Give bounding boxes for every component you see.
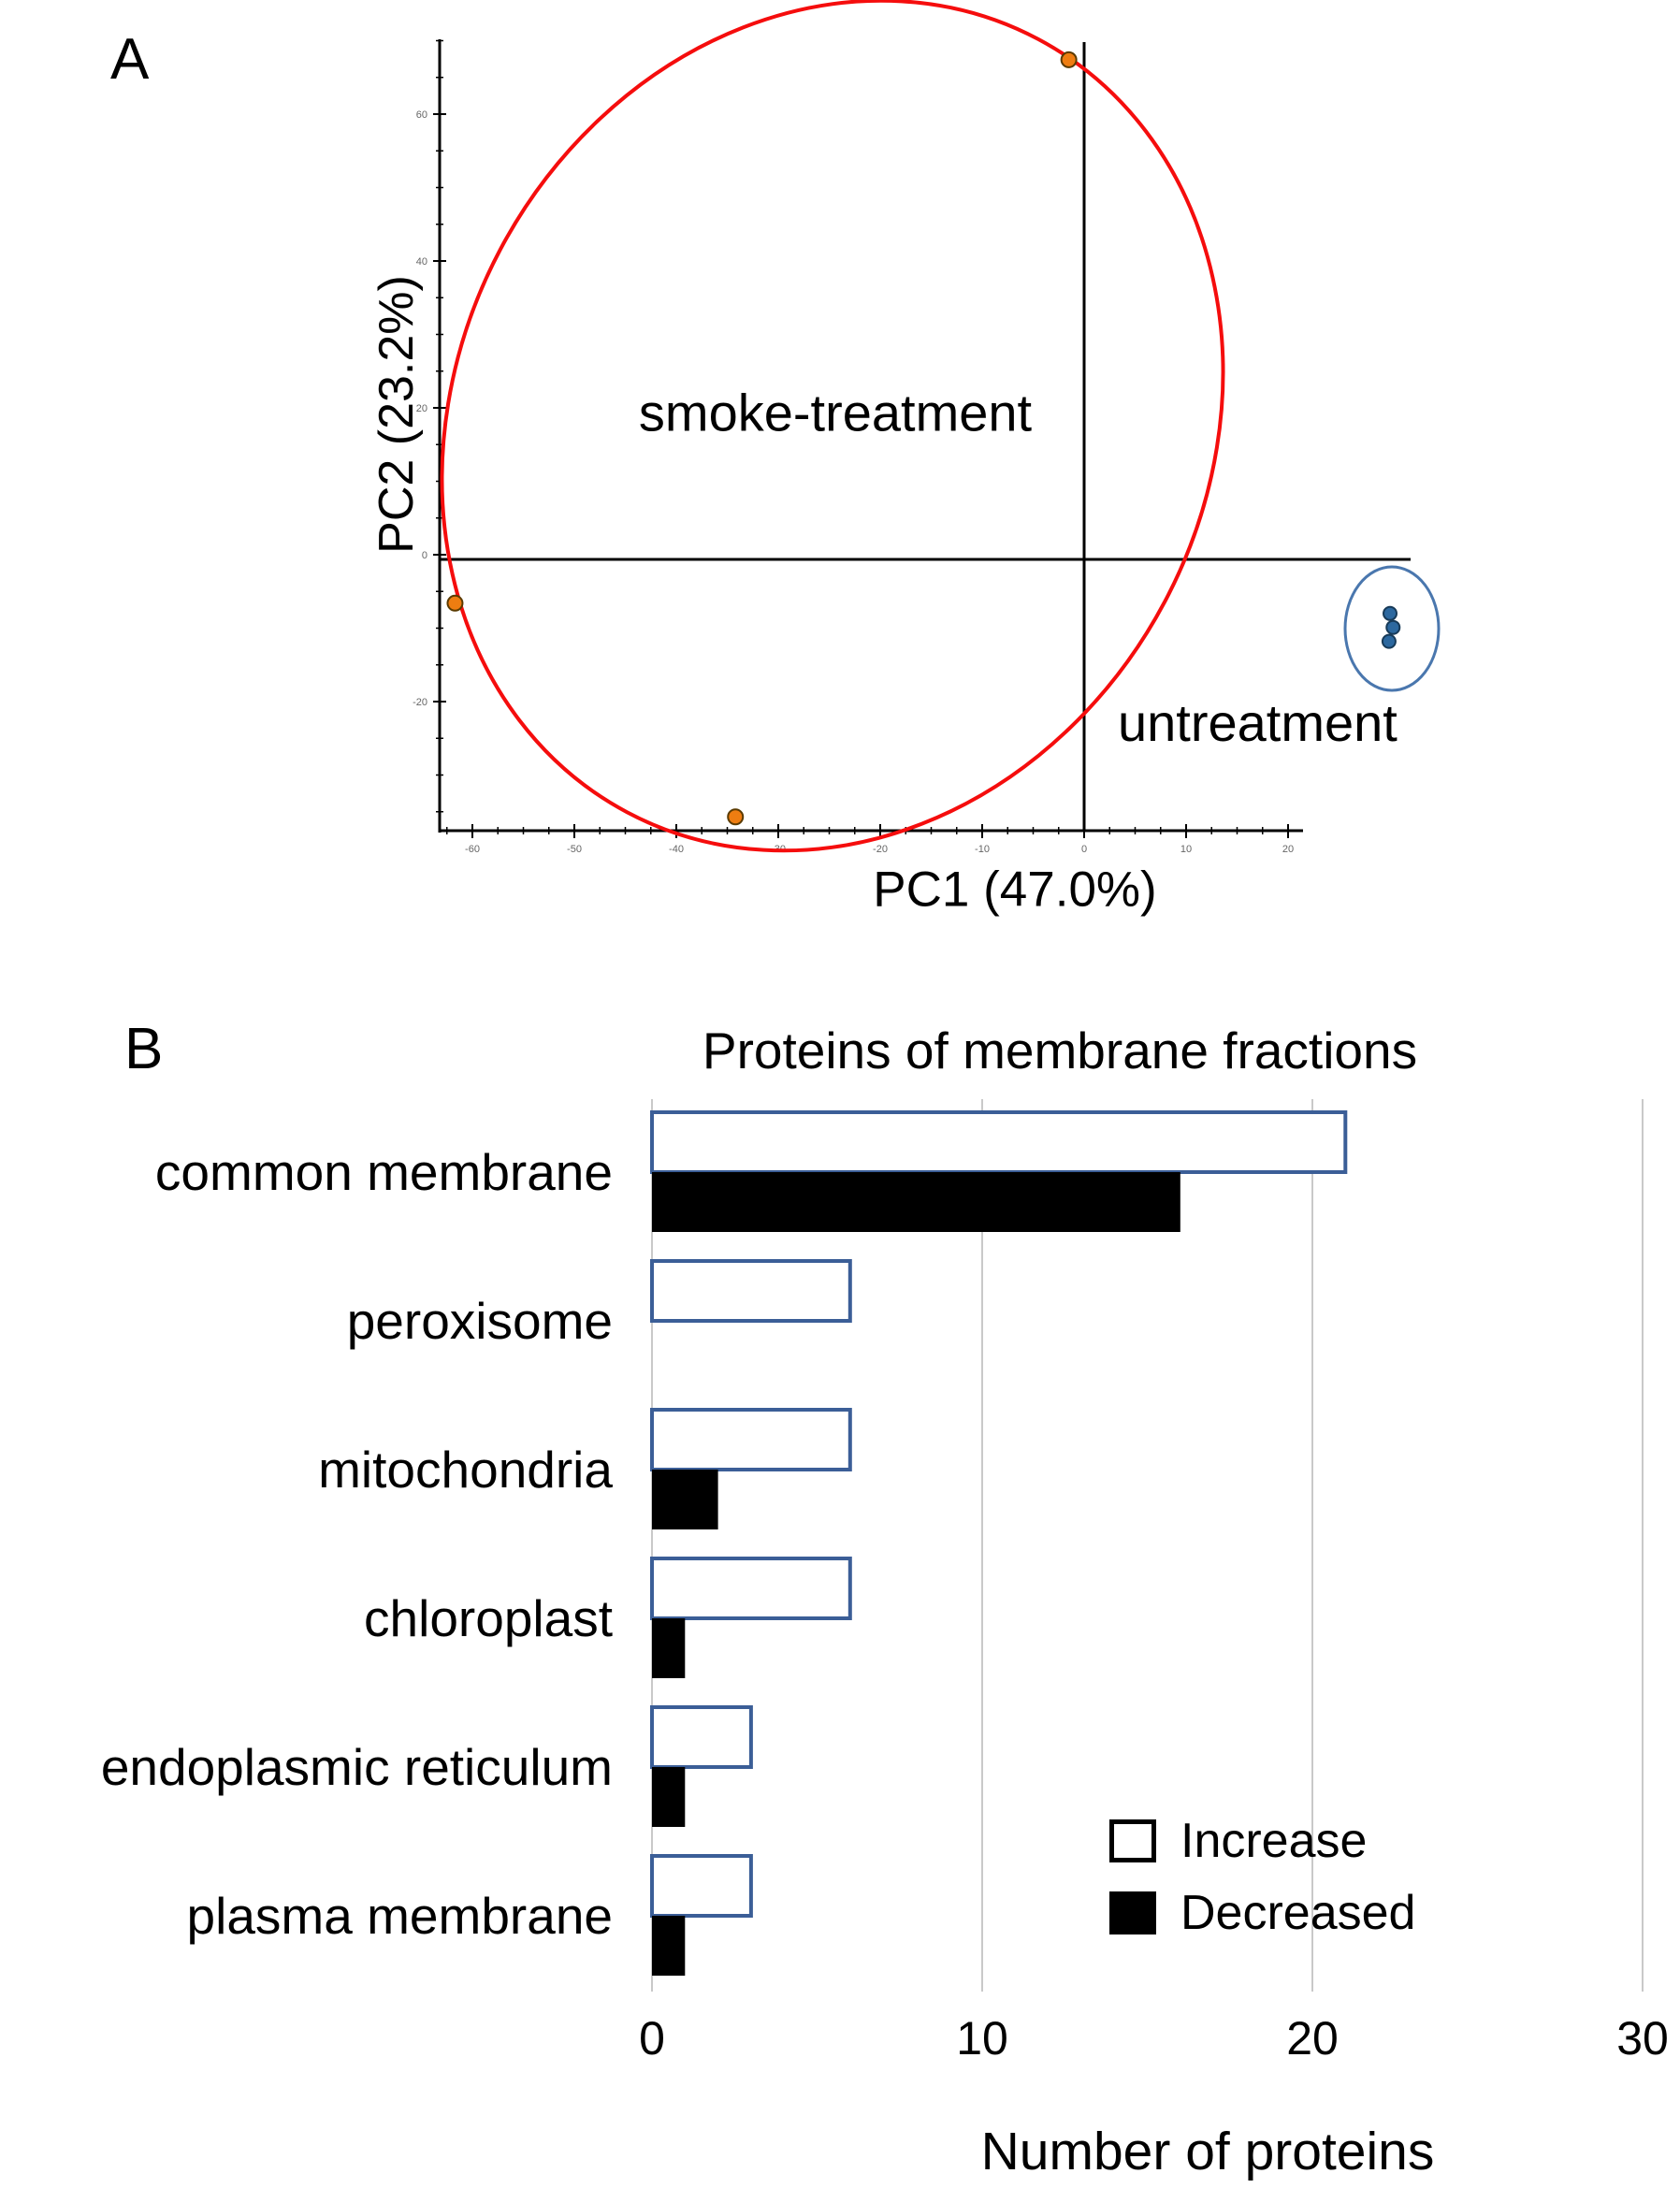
bar-decreased xyxy=(652,1916,686,1976)
bar-increase xyxy=(650,1705,753,1769)
a-y-tick-label: 40 xyxy=(416,256,427,268)
a-x-tick-label: -10 xyxy=(975,844,990,855)
scatter-point-smoke xyxy=(1060,51,1078,68)
bar-decreased xyxy=(652,1618,686,1678)
category-label: mitochondria xyxy=(318,1441,613,1499)
category-label: chloroplast xyxy=(364,1589,613,1647)
bar-decreased xyxy=(652,1172,1180,1232)
b-x-tick-label: 30 xyxy=(1616,2012,1669,2065)
a-x-tick-label: -50 xyxy=(567,844,582,855)
a-y-tick-label: 0 xyxy=(422,550,427,561)
panel-a-letter: A xyxy=(110,27,150,92)
smoke-treatment-annotation: smoke-treatment xyxy=(638,383,1033,442)
smoke-cluster-ellipse xyxy=(440,0,1225,853)
b-x-tick-label: 0 xyxy=(639,2012,665,2065)
a-x-tick-label: 0 xyxy=(1081,844,1087,855)
b-x-tick-label: 10 xyxy=(956,2012,1008,2065)
bar-increase xyxy=(650,1408,852,1471)
scatter-point-untreatment xyxy=(1381,633,1397,649)
category-label: endoplasmic reticulum xyxy=(100,1738,613,1796)
legend-swatch-increase xyxy=(1109,1819,1156,1862)
bar-decreased xyxy=(652,1470,718,1529)
x-axis-title: PC1 (47.0%) xyxy=(873,862,1157,918)
bar-increase xyxy=(650,1110,1348,1174)
a-x-tick-label: -60 xyxy=(465,844,480,855)
a-x-tick-label: 20 xyxy=(1282,844,1294,855)
panel-b-letter: B xyxy=(124,1017,164,1081)
y-axis-title: PC2 (23.2%) xyxy=(369,275,424,554)
bar-increase xyxy=(650,1259,852,1323)
scatter-point-smoke xyxy=(727,808,745,826)
category-label: plasma membrane xyxy=(186,1887,613,1945)
bar-chart-x-axis-title: Number of proteins xyxy=(980,2122,1435,2181)
legend-label-increase: Increase xyxy=(1180,1814,1368,1868)
a-x-tick-label: -20 xyxy=(873,844,888,855)
a-y-tick-label: -20 xyxy=(413,697,427,708)
legend-label-decreased: Decreased xyxy=(1180,1886,1416,1940)
scatter-point-smoke xyxy=(446,594,464,612)
a-y-tick-label: 20 xyxy=(416,403,427,414)
scatter-point-untreatment xyxy=(1385,619,1401,635)
a-x-tick-label: -40 xyxy=(669,844,684,855)
a-y-tick-label: 60 xyxy=(416,109,427,121)
legend-swatch-decreased xyxy=(1109,1891,1156,1934)
a-x-tick-label: 10 xyxy=(1180,844,1192,855)
scatter-point-untreatment xyxy=(1383,605,1398,621)
category-label: common membrane xyxy=(154,1143,613,1201)
category-label: peroxisome xyxy=(346,1292,613,1350)
untreatment-cluster-ellipse xyxy=(1343,565,1441,692)
untreatment-annotation: untreatment xyxy=(1118,693,1398,752)
bar-increase xyxy=(650,1557,852,1620)
bar-increase xyxy=(650,1854,753,1918)
b-x-tick-label: 20 xyxy=(1286,2012,1339,2065)
bar-decreased xyxy=(652,1767,686,1827)
bar-chart-title: Proteins of membrane fractions xyxy=(702,1022,1418,1080)
